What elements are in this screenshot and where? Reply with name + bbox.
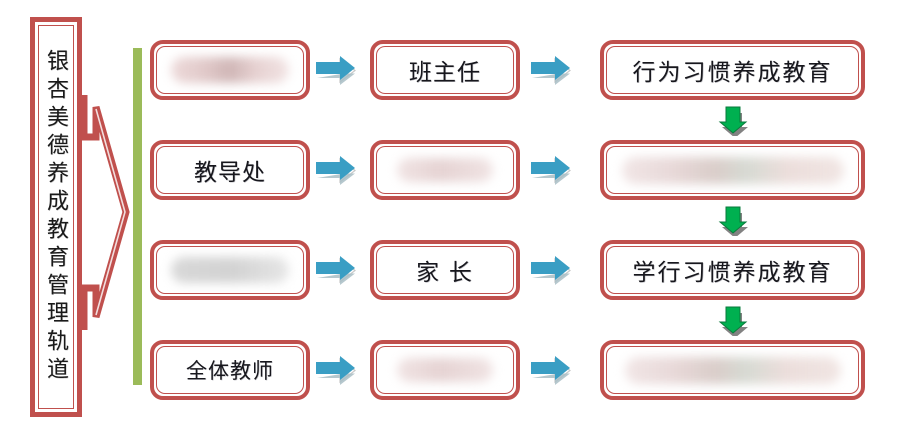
node-r2c1[interactable]: 教导处 <box>150 140 310 200</box>
right-arrow-icon <box>529 255 573 289</box>
node-r1c2[interactable]: 班主任 <box>370 40 520 100</box>
node-label: 学行习惯养成教育 <box>632 260 833 285</box>
node-r3c2[interactable]: 家 长 <box>370 240 520 300</box>
green-spine-bar <box>133 48 142 385</box>
node-r4c2[interactable] <box>370 340 520 400</box>
vertical-title-inner-border: 银杏美德养成教育管理轨道 <box>38 25 74 409</box>
chevron-brace-icon <box>80 95 132 330</box>
node-label: 行为习惯养成教育 <box>632 60 833 85</box>
vertical-title-plaque: 银杏美德养成教育管理轨道 <box>30 17 82 417</box>
node-label: 全体教师 <box>186 359 274 383</box>
node-label: 班主任 <box>409 60 481 85</box>
node-r3c1[interactable] <box>150 240 310 300</box>
right-arrow-icon <box>529 155 573 189</box>
node-r1c3[interactable]: 行为习惯养成教育 <box>600 40 865 100</box>
redacted-content <box>171 57 289 83</box>
node-r1c1[interactable] <box>150 40 310 100</box>
node-label: 教导处 <box>194 160 266 185</box>
right-arrow-icon <box>529 55 573 89</box>
vertical-title-text: 银杏美德养成教育管理轨道 <box>44 49 69 385</box>
right-arrow-icon <box>314 155 358 189</box>
down-arrow-icon <box>716 106 750 138</box>
node-r2c2[interactable] <box>370 140 520 200</box>
redacted-content <box>397 358 493 382</box>
redacted-content <box>397 158 493 182</box>
right-arrow-icon <box>529 355 573 389</box>
node-label: 家 长 <box>416 260 474 285</box>
node-r3c3[interactable]: 学行习惯养成教育 <box>600 240 865 300</box>
right-arrow-icon <box>314 355 358 389</box>
node-r4c1[interactable]: 全体教师 <box>150 340 310 400</box>
redacted-content <box>621 156 844 184</box>
redacted-content <box>171 257 289 283</box>
node-r2c3[interactable] <box>600 140 865 200</box>
right-arrow-icon <box>314 255 358 289</box>
right-arrow-icon <box>314 55 358 89</box>
node-r4c3[interactable] <box>600 340 865 400</box>
down-arrow-icon <box>716 306 750 338</box>
down-arrow-icon <box>716 206 750 238</box>
redacted-content <box>624 356 841 384</box>
